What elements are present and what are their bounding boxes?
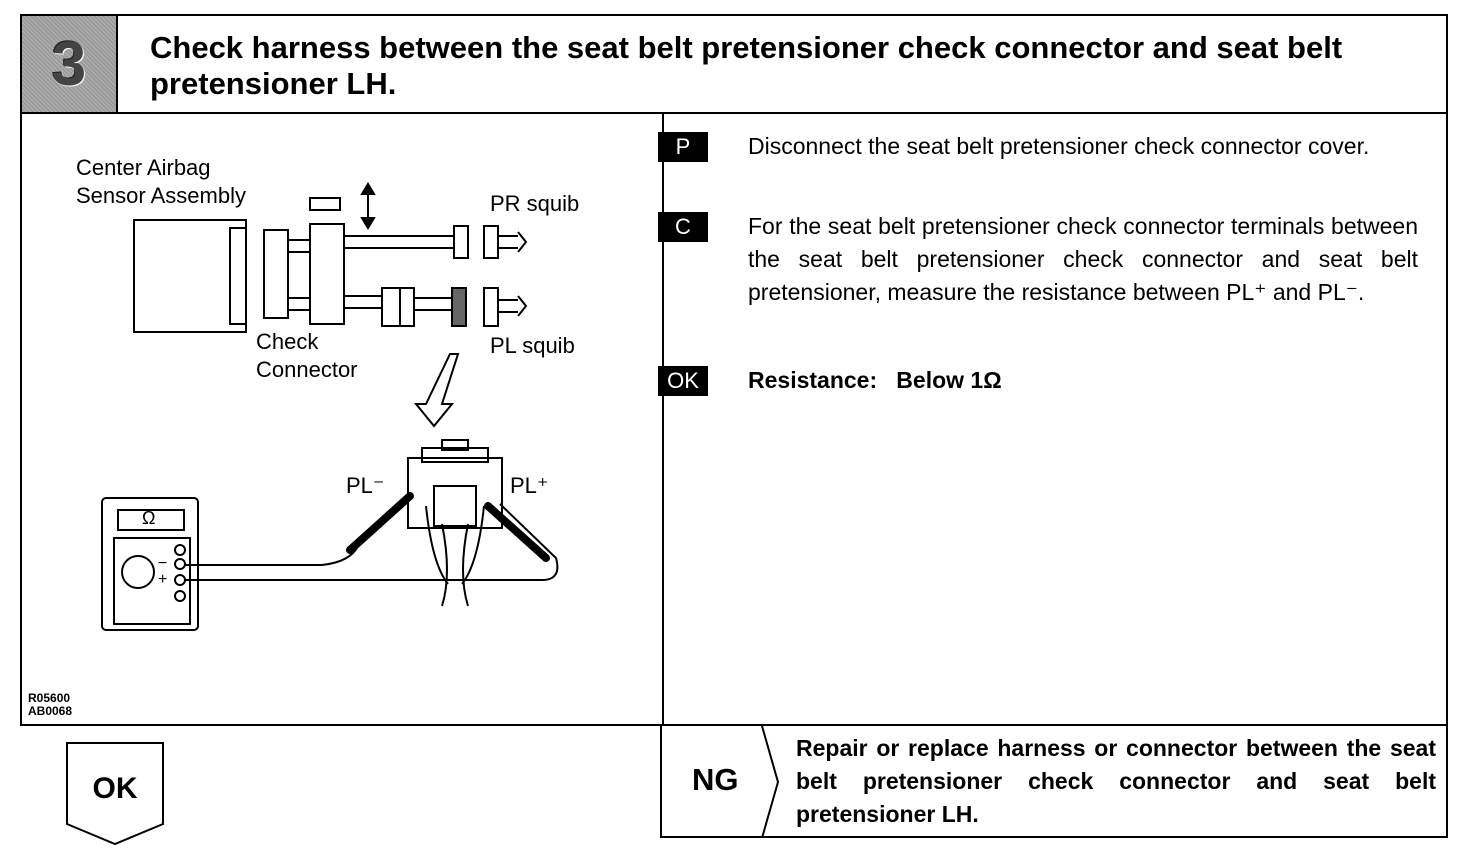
ok-branch-button[interactable]: OK <box>66 742 164 846</box>
step-p-text: Disconnect the seat belt pretensioner ch… <box>748 133 1370 159</box>
label-pl-plus: PL⁺ <box>510 473 549 498</box>
ng-label: NG <box>692 762 739 797</box>
pl-connector-b <box>399 287 415 327</box>
multimeter-display <box>117 509 185 531</box>
pl-squib-plug <box>483 287 499 327</box>
wiring-diagram <box>101 182 559 631</box>
meter-symbol: Ω <box>142 508 156 528</box>
figure-code-1: R05600 <box>28 691 71 705</box>
pr-squib-plug <box>483 225 499 259</box>
ng-divider <box>761 726 780 838</box>
step-ok-text: Resistance: Below 1Ω <box>748 367 1002 393</box>
step-title: Check harness between the seat belt pret… <box>150 30 1343 101</box>
meter-minus: − <box>158 555 168 572</box>
procedure-frame: 3 Check harness between the seat belt pr… <box>20 14 1448 726</box>
pl-connector-hatched <box>451 287 467 327</box>
label-pl-minus: PL⁻ <box>346 473 385 498</box>
label-center-airbag: Center Airbag <box>76 155 211 180</box>
check-connector-body <box>309 223 345 325</box>
ng-text: Repair or replace harness or connector b… <box>796 735 1436 827</box>
step-number: 3 <box>51 29 87 99</box>
label-pl-squib: PL squib <box>490 333 575 358</box>
label-pr-squib: PR squib <box>490 191 580 216</box>
illustration-panel: Center Airbag Sensor Assembly PR squib P… <box>22 114 664 724</box>
figure-code-2: AB0068 <box>28 704 73 718</box>
step-number-box: 3 <box>22 16 118 112</box>
pl-connector-a <box>381 287 401 327</box>
meter-plus: + <box>158 571 168 588</box>
check-connector-left <box>263 229 289 319</box>
closeup-connector <box>407 457 503 529</box>
step-header: 3 Check harness between the seat belt pr… <box>22 16 1446 114</box>
ok-branch-label: OK <box>92 772 138 805</box>
ng-branch[interactable]: NG Repair or replace harness or connecto… <box>660 726 1448 838</box>
ok-branch-shape <box>66 742 164 846</box>
step-c-text: For the seat belt pretensioner check con… <box>748 213 1418 305</box>
label-check: Check <box>256 329 319 354</box>
plus-lead <box>185 503 559 581</box>
connector-cover <box>309 197 341 211</box>
tag-p: P <box>658 132 708 162</box>
tag-c: C <box>658 212 708 242</box>
multimeter-dial <box>121 555 155 589</box>
pr-connector <box>453 225 469 259</box>
label-connector: Connector <box>256 357 358 382</box>
sensor-connector <box>229 227 247 325</box>
zoom-arrow <box>413 353 460 428</box>
tag-ok: OK <box>658 366 708 396</box>
label-sensor-assembly: Sensor Assembly <box>76 183 246 208</box>
